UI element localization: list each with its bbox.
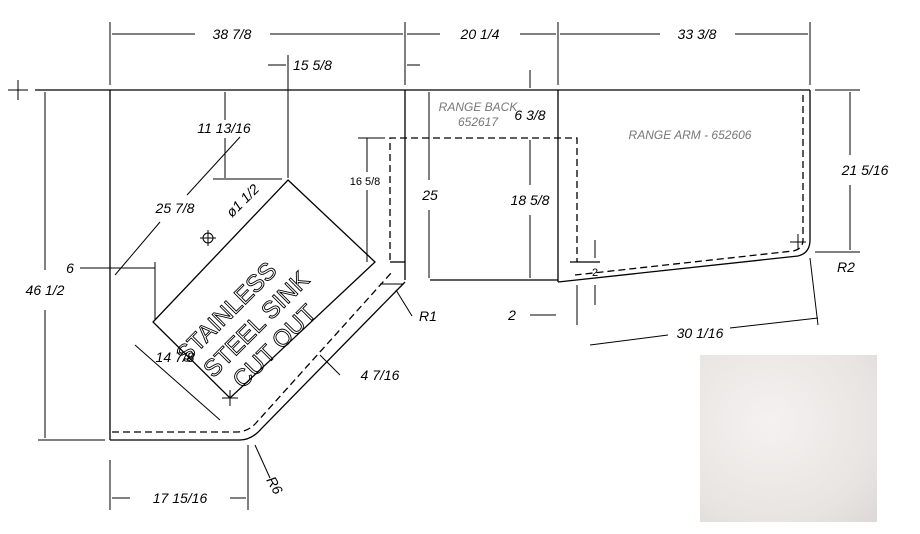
dim-top-left-width: 38 7/8 [213,26,252,42]
range-back-code: 652617 [458,115,499,129]
countertop-outline [35,89,811,441]
dim-bottom-width: 17 15/16 [153,490,208,506]
dim-range-opening-depth: 18 5/8 [511,192,550,208]
dim-top-mid-width: 20 1/4 [460,26,500,42]
range-back-cutout [389,137,600,263]
dim-overall-depth: 46 1/2 [26,282,65,298]
range-arm-label: RANGE ARM - 652606 [629,128,752,142]
dim-range-back-height: 16 5/8 [350,176,381,188]
dimension-lines [38,22,860,510]
dim-range-gap-depth: 25 [421,187,438,203]
dim-sink-top-depth: 11 13/16 [197,120,251,136]
dim-faucet-hole: ø1 1/2 [223,181,263,221]
registration-cross-icon [8,80,28,100]
dim-arm-depth: 21 5/16 [841,162,889,178]
dim-arm-overhang: 2 [507,307,516,323]
dim-top-right-width: 33 3/8 [678,26,717,42]
dim-left-setback: 6 [66,260,74,276]
dim-arm-small: 2 [592,267,598,279]
dim-angled-edge: 4 7/16 [361,367,400,383]
dim-sink-length: 25 7/8 [155,200,195,216]
faucet-hole-icon [200,230,216,246]
cross-mark-icon [222,234,806,406]
range-back-label: RANGE BACK [439,100,519,114]
dim-radius-arm: R2 [837,259,855,275]
dim-sink-offset: 15 5/8 [293,57,332,73]
dim-radius-inner: R1 [419,308,437,324]
material-swatch [700,355,877,522]
dim-radius-bottom: R6 [263,474,286,498]
dim-sink-width: 14 7/8 [156,349,195,365]
dim-range-back-depth: 6 3/8 [514,107,545,123]
dim-arm-length: 30 1/16 [677,325,724,341]
